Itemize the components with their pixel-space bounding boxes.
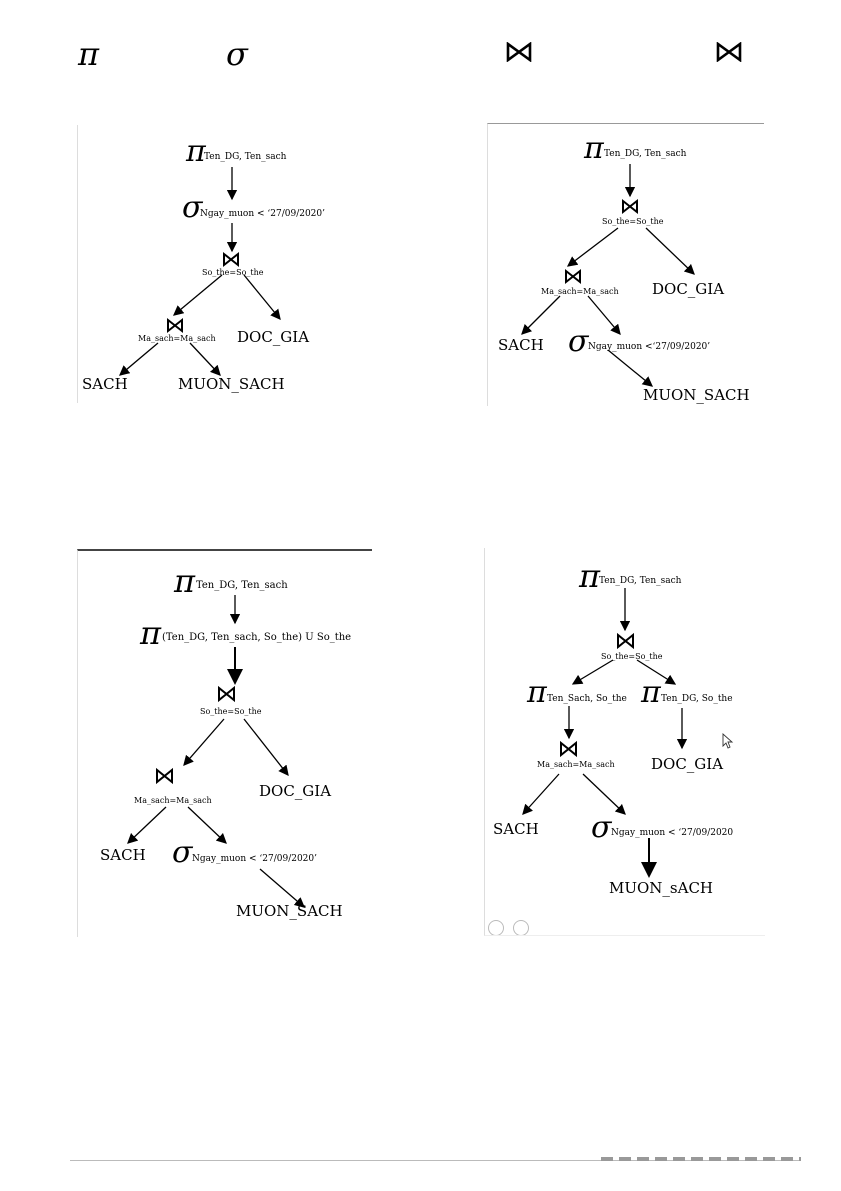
pi-symbol: π [527,675,547,710]
edge-join2-sigma [187,806,227,844]
query-tree-panel-1: π Ten_DG, Ten_sach σ Ngay_muon < ‘27/09/… [77,125,370,403]
legend-join-icon-1 [506,42,532,62]
relation-doc-gia: DOC_GIA [652,280,725,298]
relation-sach: SACH [498,336,544,354]
join-icon [560,740,577,758]
edge-join2-sach [127,806,167,844]
pi-subscript: Ten_DG, Ten_sach [204,152,287,162]
pi-subscript: Ten_Sach, So_the [547,694,627,704]
relation-muon-sach: MUON_SACH [178,375,285,393]
edge-join2-muonsach [189,342,221,376]
join-icon [218,685,235,703]
relation-muon-sach: MUON_SACH [643,386,750,404]
edge-join-docgia [645,227,695,275]
join-icon [156,767,173,785]
edge-join-pi3 [636,659,677,685]
edge-join2-sach [522,773,560,815]
query-tree-panel-3: π Ten_DG, Ten_sach π (Ten_DG, Ten_sach, … [77,549,372,937]
relation-doc-gia: DOC_GIA [259,782,332,800]
edge-join-join2 [183,718,225,766]
join-condition-label: Ma_sach=Ma_sach [134,796,212,805]
sigma-symbol: σ [182,190,203,225]
edge-join-docgia [243,718,289,777]
join-icon [565,268,581,285]
sigma-symbol: σ [591,810,612,845]
sigma-symbol: σ [172,835,193,870]
page-footer-rule [70,1160,801,1161]
edge-sigma-muonsach [259,868,305,908]
sigma-subscript: Ngay_muon <‘27/09/2020’ [588,342,711,352]
pi-subscript: Ten_DG, So_the [661,694,733,704]
edge-join-join2 [566,227,619,267]
edge-join2-sigma [582,773,626,815]
join-condition-label: Ma_sach=Ma_sach [138,334,216,343]
query-tree-panel-2: π Ten_DG, Ten_sach So_the=So_the Ma_sach… [487,123,764,406]
pi-symbol: π [174,562,196,600]
edge-join2-sach [521,295,561,335]
cursor-icon [722,732,734,749]
page-footer-marks [601,1157,801,1161]
relation-doc-gia: DOC_GIA [237,328,310,346]
edge-join2-sach [119,342,159,376]
zoom-in-icon[interactable] [488,920,504,935]
join-condition-label: So_the=So_the [602,217,664,226]
join-icon [622,198,638,215]
join-condition-label: So_the=So_the [202,268,264,277]
zoom-out-icon[interactable] [513,920,529,935]
relation-muon-sach: MUON_SACH [236,902,343,920]
sigma-symbol: σ [568,324,589,359]
pi-subscript: Ten_DG, Ten_sach [196,580,288,591]
pi-subscript: Ten_DG, Ten_sach [604,149,687,159]
relation-sach: SACH [493,820,539,838]
pi-symbol: π [186,134,206,169]
edge-join-docgia [243,274,281,321]
pi-subscript: Ten_DG, Ten_sach [599,576,682,586]
pi-symbol: π [140,614,162,652]
sigma-subscript: Ngay_muon < ‘27/09/2020’ [192,854,317,864]
pi-symbol: π [579,557,601,595]
join-condition-label: Ma_sach=Ma_sach [537,760,615,769]
panel-4-edges [522,588,734,878]
join-condition-label: So_the=So_the [200,707,262,716]
sigma-subscript: Ngay_muon < ‘27/09/2020 [611,828,734,838]
pi-symbol: π [584,131,604,166]
relation-muon-sach: MUON_sACH [609,879,714,897]
legend-join-icon-2 [716,42,742,62]
sigma-subscript: Ngay_muon < ‘27/09/2020’ [200,209,325,219]
query-tree-panel-4: π Ten_DG, Ten_sach So_the=So_the π Ten_S… [484,548,765,936]
panel-1-edges [119,167,281,376]
relation-sach: SACH [100,846,146,864]
join-icon [167,317,183,334]
join-icon [223,251,239,268]
join-icon [617,632,634,650]
legend-sigma-symbol: σ [226,35,248,73]
legend-pi-symbol: π [78,35,100,73]
pi-subscript: (Ten_DG, Ten_sach, So_the) U So_the [162,632,352,643]
edge-join-pi2 [571,659,614,685]
edge-sigma-muonsach [607,349,654,387]
panel-2-edges [521,164,695,387]
edge-join2-sigma [587,295,621,335]
pi-symbol: π [641,675,661,710]
edge-join-join2 [173,274,223,316]
panel-3-edges [127,595,305,908]
relation-sach: SACH [82,375,128,393]
join-condition-label: Ma_sach=Ma_sach [541,287,619,296]
join-condition-label: So_the=So_the [601,652,663,661]
relation-doc-gia: DOC_GIA [651,755,724,773]
